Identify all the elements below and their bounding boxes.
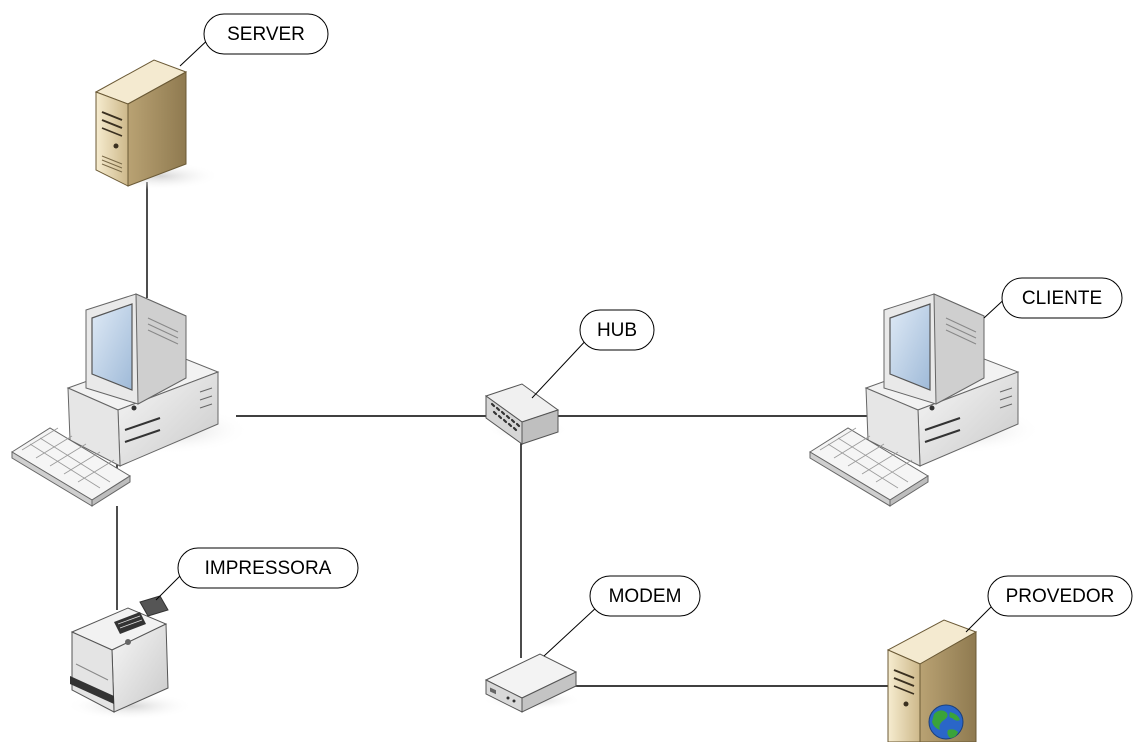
server-tower-icon xyxy=(94,59,220,190)
label-provedor: PROVEDOR xyxy=(1006,586,1115,607)
desktop-computer-icon xyxy=(11,293,250,507)
callout-impressora: IMPRESSORA xyxy=(155,547,359,601)
callout-server: SERVER xyxy=(179,13,329,67)
label-hub: HUB xyxy=(597,320,637,341)
provider-server-icon xyxy=(886,619,978,742)
printer-icon xyxy=(66,595,194,720)
label-modem: MODEM xyxy=(609,586,682,607)
client-computer-icon xyxy=(809,293,1042,507)
callout-provedor: PROVEDOR xyxy=(965,575,1133,633)
globe-icon xyxy=(928,704,964,740)
hub-switch-icon xyxy=(484,383,568,445)
modem-icon xyxy=(482,653,582,713)
callout-cliente: CLIENTE xyxy=(983,277,1123,319)
connection-lines xyxy=(116,182,930,687)
callout-modem: MODEM xyxy=(543,575,701,657)
label-cliente: CLIENTE xyxy=(1022,288,1102,309)
label-impressora: IMPRESSORA xyxy=(205,558,332,579)
callout-hub: HUB xyxy=(531,309,655,399)
label-server: SERVER xyxy=(227,24,305,45)
